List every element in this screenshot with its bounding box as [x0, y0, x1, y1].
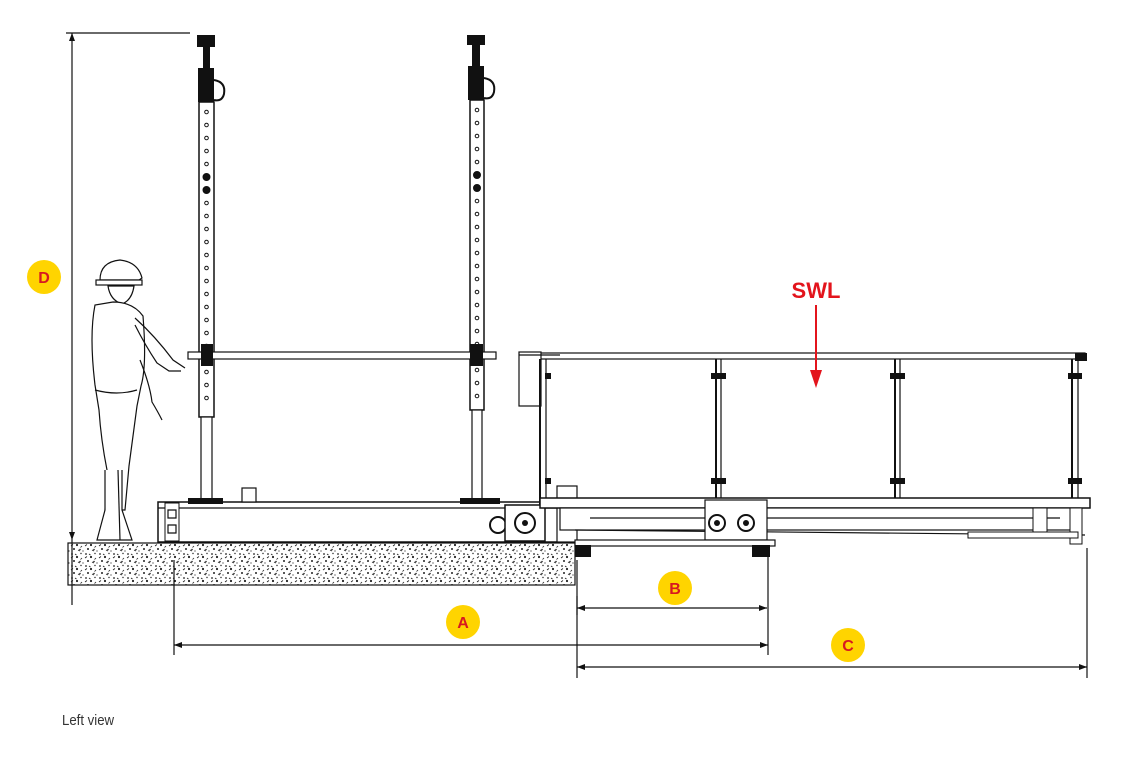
post-hole — [204, 395, 209, 401]
post-hole — [204, 135, 209, 141]
dimension-d-line — [66, 32, 190, 540]
swl-label: SWL — [792, 278, 841, 303]
post-hole — [473, 171, 481, 179]
post-hole — [204, 265, 209, 271]
badge-a-label: A — [457, 615, 469, 632]
post-hole — [202, 186, 211, 194]
post-hole — [474, 224, 480, 230]
badge-b-label: B — [669, 581, 681, 598]
post-hole — [204, 291, 209, 297]
post-hole — [474, 276, 480, 282]
post-hole — [474, 133, 480, 139]
dimension-a-line — [173, 555, 769, 655]
post-hole — [474, 367, 480, 373]
badge-b: B — [658, 571, 692, 605]
cantilever-platform — [518, 351, 1091, 557]
post-hole — [204, 252, 209, 258]
view-caption: Left view — [62, 712, 115, 729]
post-hole — [474, 380, 480, 386]
post-hole — [204, 213, 209, 219]
badge-d-label: D — [38, 270, 50, 287]
post-hole — [474, 159, 480, 165]
post-hole — [204, 122, 209, 128]
post-hole — [474, 198, 480, 204]
post-hole — [204, 278, 209, 284]
post-hole — [204, 161, 209, 167]
base-frame — [157, 485, 578, 543]
badge-a-circle — [446, 605, 480, 639]
post-hole — [474, 315, 480, 321]
post-hole — [204, 369, 209, 375]
post-hole — [474, 250, 480, 256]
post-hole — [204, 109, 209, 115]
badge-b-circle — [658, 571, 692, 605]
badge-c: C — [831, 628, 865, 662]
post-hole — [204, 304, 209, 310]
right-post — [467, 35, 496, 506]
worker-figure — [91, 259, 186, 541]
post-hole — [474, 211, 480, 217]
post-hole — [474, 107, 480, 113]
post-hole — [473, 184, 481, 192]
post-hole — [474, 120, 480, 126]
post-hole — [204, 382, 209, 388]
post-hole — [202, 173, 211, 181]
post-hole — [474, 289, 480, 295]
badge-a: A — [446, 605, 480, 639]
platform-diagram: SWL D B A C — [27, 32, 1091, 678]
left-post — [197, 35, 226, 506]
post-hole — [204, 317, 209, 323]
post-hole — [474, 146, 480, 152]
post-hole — [204, 226, 209, 232]
post-hole — [474, 302, 480, 308]
left-post-holes — [202, 109, 211, 401]
post-hole — [204, 330, 209, 336]
post-hole — [204, 239, 209, 245]
badge-d-circle — [27, 260, 61, 294]
badge-d: D — [27, 260, 61, 294]
swl-load-arrow: SWL — [792, 278, 841, 388]
badge-c-label: C — [842, 638, 854, 655]
post-hole — [204, 200, 209, 206]
post-hole — [474, 328, 480, 334]
post-hole — [204, 148, 209, 154]
badge-c-circle — [831, 628, 865, 662]
post-hole — [474, 263, 480, 269]
cross-rail — [187, 344, 497, 366]
ground-slab — [67, 540, 576, 605]
dimension-c-line — [576, 548, 1088, 678]
post-hole — [474, 393, 480, 399]
post-hole — [474, 237, 480, 243]
